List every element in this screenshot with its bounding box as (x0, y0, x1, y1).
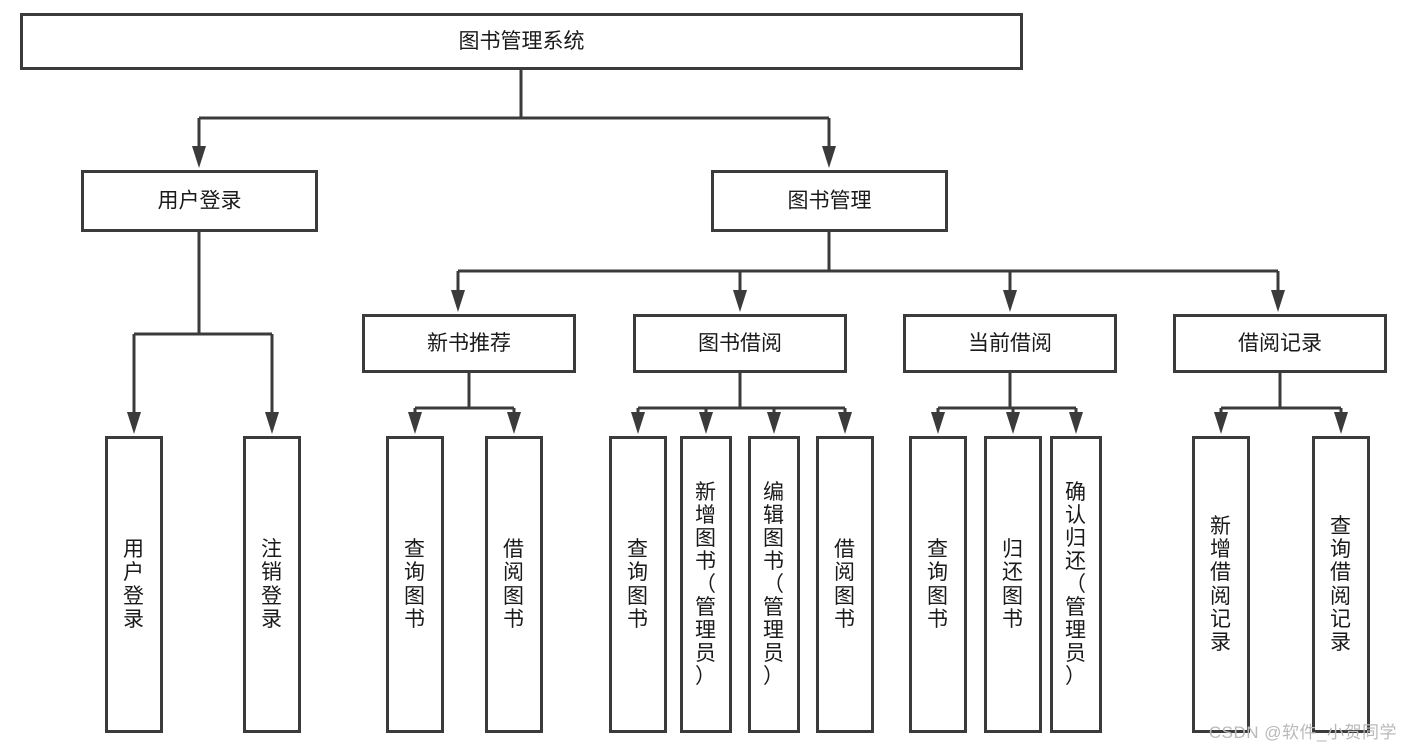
arrow-head-icon (838, 412, 852, 434)
node-box-user-login[interactable] (81, 170, 318, 232)
arrow-head-icon (1334, 412, 1348, 434)
node-box-leaf-query-borrow-rec[interactable] (1312, 436, 1370, 733)
node-box-book-manage[interactable] (711, 170, 948, 232)
node-box-leaf-borrow-book-brw[interactable] (816, 436, 874, 733)
connector-group-leaf-bar-3 (631, 373, 852, 434)
connector-group-leaf-bar-1 (127, 232, 279, 434)
node-box-leaf-edit-book[interactable] (748, 436, 800, 733)
arrow-head-icon (1006, 412, 1020, 434)
connector-layer (127, 70, 1348, 434)
node-box-leaf-query-book-brw[interactable] (609, 436, 667, 733)
node-box-book-borrow[interactable] (633, 314, 847, 373)
node-label-borrow-record: 借阅记录 (1238, 332, 1322, 355)
node-label-book-borrow: 图书借阅 (698, 332, 782, 355)
node-box-leaf-return-book[interactable] (984, 436, 1042, 733)
node-box-current-borrow[interactable] (903, 314, 1117, 373)
node-box-leaf-query-book-rec[interactable] (386, 436, 444, 733)
node-box-root[interactable] (20, 13, 1023, 70)
node-box-leaf-add-book[interactable] (680, 436, 732, 733)
arrow-head-icon (767, 412, 781, 434)
node-box-leaf-borrow-book-rec[interactable] (485, 436, 543, 733)
arrow-head-icon (822, 146, 836, 168)
arrow-head-icon (192, 146, 206, 168)
node-box-leaf-user-login[interactable] (105, 436, 163, 733)
connector-group-level2-bar (192, 70, 836, 168)
arrow-head-icon (733, 290, 747, 312)
arrow-head-icon (451, 290, 465, 312)
arrow-head-icon (931, 412, 945, 434)
csdn-watermark: CSDN @软件_小贺同学 (1208, 723, 1397, 742)
node-label-new-book-recommend: 新书推荐 (427, 332, 511, 355)
arrow-head-icon (507, 412, 521, 434)
arrow-head-icon (1271, 290, 1285, 312)
arrow-head-icon (631, 412, 645, 434)
arrow-head-icon (1069, 412, 1083, 434)
connector-group-level3-bar (451, 232, 1285, 312)
node-label-book-manage: 图书管理 (788, 190, 872, 213)
node-box-layer (20, 13, 1387, 733)
arrow-head-icon (699, 412, 713, 434)
node-label-user-login: 用户登录 (158, 190, 242, 213)
connector-group-leaf-bar-4 (931, 373, 1083, 434)
node-box-new-book-recommend[interactable] (362, 314, 576, 373)
arrow-head-icon (1003, 290, 1017, 312)
node-label-root: 图书管理系统 (459, 30, 585, 53)
node-box-leaf-user-logout[interactable] (243, 436, 301, 733)
arrow-head-icon (265, 412, 279, 434)
arrow-head-icon (127, 412, 141, 434)
arrow-head-icon (1214, 412, 1228, 434)
node-box-leaf-query-book-cur[interactable] (909, 436, 967, 733)
arrow-head-icon (408, 412, 422, 434)
node-box-leaf-confirm-return[interactable] (1050, 436, 1102, 733)
connector-group-leaf-bar-2 (408, 373, 521, 434)
node-label-current-borrow: 当前借阅 (968, 332, 1052, 355)
node-box-borrow-record[interactable] (1173, 314, 1387, 373)
node-box-leaf-add-borrow-record[interactable] (1192, 436, 1250, 733)
connector-group-leaf-bar-5 (1214, 373, 1348, 434)
